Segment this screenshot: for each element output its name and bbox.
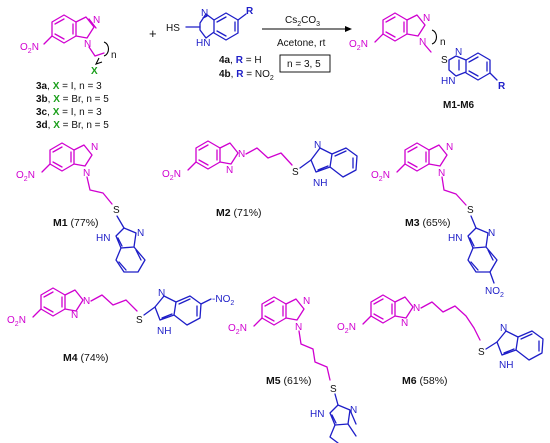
atom-hs: HS: [166, 23, 180, 34]
atom-n: N: [500, 323, 507, 334]
reaction-arrow: Cs2CO3 Acetone, rt n = 3, 5: [262, 15, 352, 73]
atom-n: N: [419, 37, 426, 48]
reactant-labels: 3a, X = I, n = 3 3b, X = Br, n = 5 3c, X…: [36, 81, 109, 131]
atom-n: N: [137, 228, 144, 239]
atom-n: N: [238, 149, 245, 160]
atom-nh: HN: [310, 409, 324, 420]
label-4a: 4a, R = H: [219, 55, 262, 66]
atom-n: N: [314, 140, 321, 151]
atom-nh: NH: [499, 360, 513, 371]
atom-nh: HN: [96, 233, 110, 244]
condition-text: n = 3, 5: [287, 59, 321, 70]
atom-n: N: [488, 228, 495, 239]
atom-n: N: [438, 168, 445, 179]
label-m6: M6 (58%): [402, 375, 448, 387]
atom-n: N: [303, 296, 310, 307]
label-m2: M2 (71%): [216, 207, 262, 219]
label-3c: 3c, X = I, n = 3: [36, 107, 102, 118]
atom-o2n: O2N: [228, 323, 247, 336]
atom-s: S: [467, 205, 474, 216]
product-m4: O2N N N S N NH -NO2 M4 (74%): [7, 287, 234, 364]
substituent-r: R: [246, 6, 254, 17]
reactant-benzimidazole-thiol: HS N HN R: [166, 6, 254, 49]
atom-n: N: [201, 8, 208, 19]
atom-n: N: [71, 310, 78, 321]
atom-n: N: [401, 318, 408, 329]
product-m6: O2N N N S N NH M6 (58%): [337, 294, 544, 387]
subscript-n: n: [440, 37, 446, 48]
generic-product: O2N N N n S N HN R M1-M6: [349, 12, 506, 111]
atom-n: N: [84, 39, 91, 50]
atom-n: N: [83, 168, 90, 179]
atom-o2n: O2N: [162, 169, 181, 182]
atom-n: N: [91, 142, 98, 153]
product-m1: O2N N N S N HN M1 (77%): [16, 142, 146, 273]
atom-n: N: [93, 15, 100, 26]
atom-o2n: O2N: [371, 170, 390, 183]
atom-o2n: O2N: [337, 322, 356, 335]
thiol-labels: 4a, R = H 4b, R = NO2: [219, 55, 274, 82]
label-3b: 3b, X = Br, n = 5: [36, 94, 109, 105]
atom-nh: HN: [196, 38, 210, 49]
subscript-n: n: [111, 50, 117, 61]
atom-n: N: [446, 142, 453, 153]
atom-o2n: O2N: [7, 315, 26, 328]
atom-s: S: [441, 55, 448, 66]
atom-n: N: [455, 47, 462, 58]
atom-nh: HN: [448, 233, 462, 244]
atom-o2n: O2N: [20, 42, 39, 55]
product-m2: O2N N N S N NH M2 (71%): [162, 140, 358, 219]
atom-o2n: O2N: [16, 170, 35, 183]
atom-nh: NH: [157, 326, 171, 337]
reactant-indazole: N N O2N n X: [20, 14, 117, 77]
reagent-cs2co3: Cs2CO3: [285, 15, 320, 28]
atom-nh: NH: [313, 178, 327, 189]
atom-o2n: O2N: [349, 39, 368, 52]
label-3a: 3a, X = I, n = 3: [36, 81, 102, 92]
atom-x: X: [91, 66, 98, 77]
product-m3: O2N N N S N HN NO2 M3 (65%): [371, 142, 504, 299]
atom-s: S: [136, 315, 143, 326]
atom-s: S: [292, 167, 299, 178]
label-m3: M3 (65%): [405, 217, 451, 229]
substituent-no2: -NO2: [212, 294, 234, 307]
atom-nh: HN: [441, 76, 455, 87]
solvent-label: Acetone, rt: [277, 38, 326, 49]
atom-n: N: [158, 288, 165, 299]
product-m5: O2N N N S N HN M5 (61%): [228, 296, 357, 443]
label-m5: M5 (61%): [266, 375, 312, 387]
atom-n: N: [423, 13, 430, 24]
substituent-no2: NO2: [485, 286, 504, 299]
label-m4: M4 (74%): [63, 352, 109, 364]
label-3d: 3d, X = Br, n = 5: [36, 120, 109, 131]
atom-n: N: [295, 322, 302, 333]
label-4b: 4b, R = NO2: [219, 69, 274, 82]
atom-n: N: [350, 405, 357, 416]
atom-s: S: [478, 347, 485, 358]
atom-n: N: [83, 296, 90, 307]
atom-s: S: [113, 205, 120, 216]
label-m1: M1 (77%): [53, 217, 99, 229]
product-range-label: M1-M6: [443, 100, 475, 111]
plus-sign: +: [149, 26, 157, 41]
condition-box: [279, 54, 331, 73]
substituent-r: R: [498, 81, 506, 92]
atom-n: N: [226, 165, 233, 176]
atom-n: N: [413, 303, 420, 314]
atom-s: S: [330, 384, 337, 395]
